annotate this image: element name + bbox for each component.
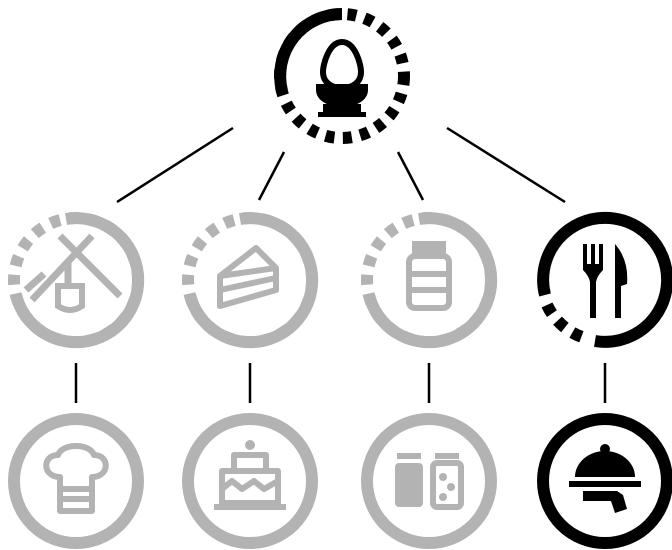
connector-root-dining <box>446 126 566 204</box>
shovel-pickaxe-icon <box>23 233 123 313</box>
node-ring <box>537 413 672 549</box>
connector-root-farming <box>116 126 234 204</box>
node-ring <box>182 413 318 549</box>
cloche-serving-icon <box>569 444 641 513</box>
connector-root-baking <box>257 151 286 201</box>
fork-knife-icon <box>583 244 628 318</box>
node-serving[interactable] <box>537 413 672 549</box>
jar-icon <box>406 241 452 311</box>
node-cooking[interactable] <box>8 413 144 549</box>
chef-hat-icon <box>43 443 109 514</box>
connector-lines <box>74 126 607 403</box>
progress-ring <box>361 212 498 349</box>
progress-ring <box>8 212 145 349</box>
node-dining[interactable] <box>537 211 672 348</box>
cake-slice-icon <box>217 245 279 309</box>
jars-icon <box>395 453 464 510</box>
node-farming[interactable] <box>8 212 145 349</box>
progress-ring <box>274 8 410 144</box>
egg-in-cup-icon <box>316 38 368 117</box>
node-egg-cup[interactable] <box>274 8 410 144</box>
node-pastry[interactable] <box>182 413 318 549</box>
node-ring <box>8 413 144 549</box>
node-ring <box>361 413 497 549</box>
node-baking[interactable] <box>182 212 319 349</box>
progress-ring <box>182 212 319 349</box>
progress-ring <box>537 211 672 348</box>
layer-cake-icon <box>214 440 286 510</box>
node-pantry[interactable] <box>361 413 497 549</box>
node-preserving[interactable] <box>361 212 498 349</box>
connector-root-preserving <box>396 151 425 201</box>
